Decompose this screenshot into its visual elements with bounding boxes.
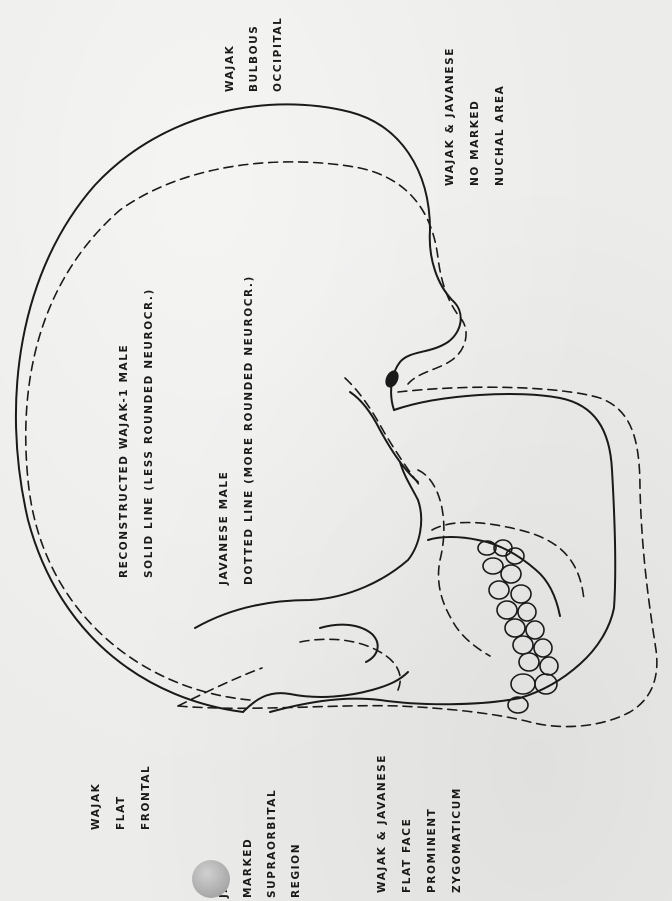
label-wajak-flat-frontal: WAJAK FLAT FRONTAL	[84, 765, 159, 830]
label-line: NUCHAL AREA	[488, 47, 513, 186]
javanese-orbit-dashed-line	[418, 470, 490, 656]
wajak-zygoma-solid-line	[320, 625, 378, 662]
label-line: WAJAK	[84, 765, 109, 830]
ear-canal-mark	[383, 368, 401, 389]
label-javanese-dotted-line: JAVANESE MALE DOTTED LINE (MORE ROUNDED …	[212, 275, 262, 585]
javanese-nasal-dashed-line	[345, 378, 420, 486]
label-wajak-bulbous-occipital: WAJAK BULBOUS OCCIPITAL	[218, 17, 290, 92]
label-line: FRONTAL	[134, 765, 159, 830]
wajak-supraorbital-solid-line	[243, 672, 408, 712]
label-reconstructed-wajak-solid-line: RECONSTRUCTED WAJAK-1 MALE SOLID LINE (L…	[112, 288, 162, 578]
label-line: SOLID LINE (LESS ROUNDED NEUROCR.)	[137, 288, 162, 578]
label-line: FLAT	[109, 765, 134, 830]
label-line: OCCIPITAL	[266, 17, 290, 92]
label-line: BULBOUS	[242, 17, 266, 92]
wajak-face-solid-line	[270, 394, 615, 712]
label-line: SUPRAORBITAL	[260, 789, 284, 898]
punch-hole-mark	[192, 860, 230, 898]
label-no-marked-nuchal-area: WAJAK & JAVANESE NO MARKED NUCHAL AREA	[438, 47, 513, 186]
label-line: NO MARKED	[463, 47, 488, 186]
label-line: PROMINENT	[420, 754, 445, 893]
label-line: RECONSTRUCTED WAJAK-1 MALE	[112, 288, 137, 578]
label-line: REGION	[284, 789, 308, 898]
javanese-zygoma-dashed-line	[300, 639, 400, 690]
label-line: DOTTED LINE (MORE ROUNDED NEUROCR.)	[237, 275, 262, 585]
label-line: MARKED	[236, 789, 260, 898]
label-line: JAVANESE MALE	[212, 275, 237, 585]
label-line: WAJAK & JAVANESE	[370, 754, 395, 893]
label-line: ZYGOMATICUM	[445, 754, 470, 893]
label-flat-face-prominent-zygomaticum: WAJAK & JAVANESE FLAT FACE PROMINENT ZYG…	[370, 754, 470, 893]
label-line: FLAT FACE	[395, 754, 420, 893]
label-line: WAJAK & JAVANESE	[438, 47, 463, 186]
label-line: WAJAK	[218, 17, 242, 92]
